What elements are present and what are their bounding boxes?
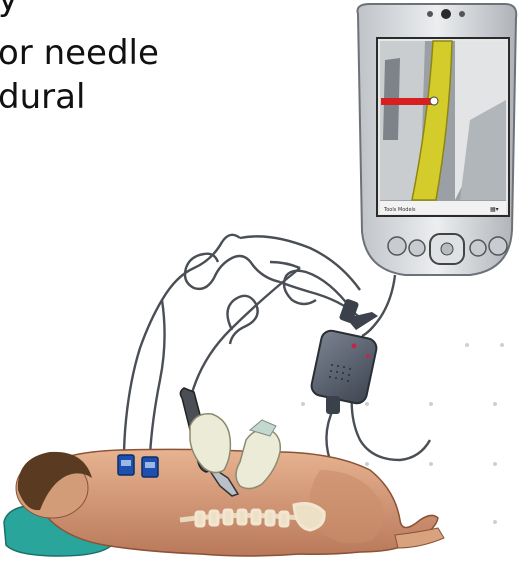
screen-status-left: Tools Models bbox=[383, 207, 416, 213]
pda-button-4 bbox=[489, 237, 507, 255]
interface-box-icon bbox=[310, 298, 378, 414]
pda-button-3 bbox=[470, 240, 486, 256]
screen-status-right: ▦▾ bbox=[490, 206, 499, 213]
pda-button-1 bbox=[388, 237, 406, 255]
pda-icon: Tools Models ▦▾ bbox=[358, 4, 517, 275]
pda-button-2 bbox=[409, 240, 425, 256]
